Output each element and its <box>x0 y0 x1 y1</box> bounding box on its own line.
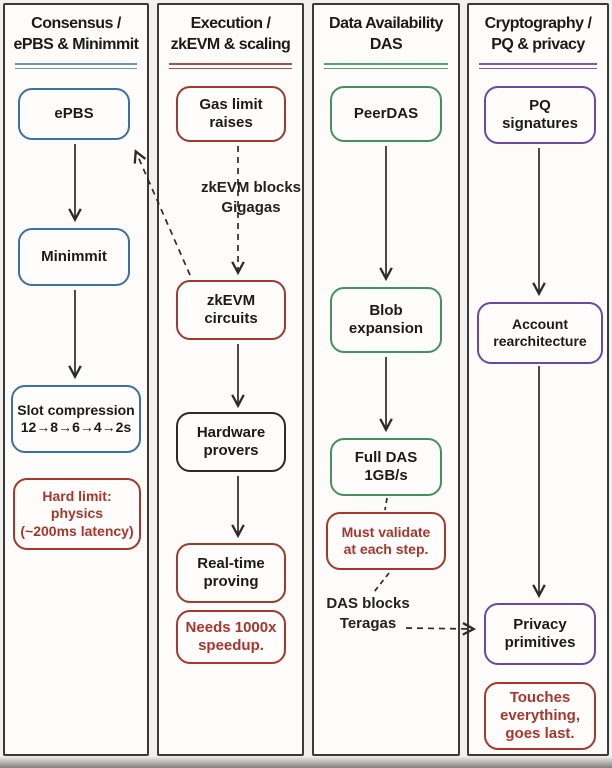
node-account-rearchitecture-label-line2: rearchitecture <box>493 333 587 349</box>
panel-cryptography-title-line1: Cryptography / <box>484 15 592 32</box>
node-hardware-provers-label-line2: provers <box>203 442 259 459</box>
node-epbs-label: ePBS <box>54 104 94 122</box>
note-must-validate: Must validate at each step. <box>326 512 446 570</box>
edge-label-zkevm-blocks-gigagas: zkEVM blocks Gigagas <box>193 178 309 217</box>
note-must-validate-line2: at each step. <box>343 541 429 557</box>
panel-execution-title-line2: zkEVM & scaling <box>170 35 291 53</box>
edge-label-das-blocks-line1: DAS blocks <box>326 595 410 612</box>
panel-consensus-underline <box>14 62 138 69</box>
panel-execution-title: Execution / zkEVM & scaling <box>159 14 302 56</box>
node-minimmit-label: Minimmit <box>41 247 107 265</box>
node-gas-limit-raises-label-line2: raises <box>209 114 253 131</box>
node-privacy-primitives-label-line2: primitives <box>504 634 576 651</box>
note-needs-speedup-line1: Needs 1000x <box>185 618 277 636</box>
note-hard-limit-line1: Hard limit: <box>42 488 112 505</box>
node-zkevm-circuits-label-line2: circuits <box>204 310 258 327</box>
panel-consensus-title-line1: Consensus / <box>31 15 121 32</box>
panel-cryptography-underline <box>478 62 598 69</box>
edge-label-zkevm-blocks-line2: Gigagas <box>221 198 281 216</box>
node-blob-expansion-label-line2: expansion <box>348 320 424 337</box>
node-zkevm-circuits-label-line1: zkEVM <box>206 291 256 309</box>
panel-execution-underline <box>169 62 292 69</box>
panel-execution-title-line1: Execution / <box>190 15 271 32</box>
note-needs-speedup: Needs 1000x speedup. <box>176 610 286 664</box>
edge-label-zkevm-blocks-line1: zkEVM blocks <box>200 179 302 196</box>
note-hard-limit-line2: physics <box>50 505 104 522</box>
bottom-shadow <box>0 756 612 768</box>
node-hardware-provers-label-line1: Hardware <box>196 423 266 441</box>
panel-data-availability-underline <box>324 62 448 69</box>
note-hard-limit: Hard limit: physics (~200ms latency) <box>13 478 141 550</box>
panel-cryptography-title-line2: PQ & privacy <box>491 35 585 53</box>
node-hardware-provers: Hardware provers <box>176 412 286 472</box>
note-touches-everything-line2: everything, <box>499 706 581 724</box>
note-needs-speedup-line2: speedup. <box>198 637 264 654</box>
node-slot-compression-label-line1: Slot compression <box>17 401 135 418</box>
node-gas-limit-raises-label-line1: Gas limit <box>199 95 263 113</box>
node-pq-signatures: PQ signatures <box>484 86 596 144</box>
node-realtime-proving-label-line1: Real-time <box>197 554 265 572</box>
node-minimmit: Minimmit <box>18 228 130 286</box>
note-hard-limit-line3: (~200ms latency) <box>20 522 134 539</box>
panel-consensus-title: Consensus / ePBS & Minimmit <box>5 14 147 56</box>
node-privacy-primitives: Privacy primitives <box>484 603 596 665</box>
node-peerdas: PeerDAS <box>330 86 442 142</box>
node-realtime-proving: Real-time proving <box>176 543 286 603</box>
edge-label-das-blocks-teragas: DAS blocks Teragas <box>313 594 423 633</box>
node-privacy-primitives-label-line1: Privacy <box>513 615 567 633</box>
node-full-das: Full DAS 1GB/s <box>330 438 442 496</box>
node-gas-limit-raises: Gas limit raises <box>176 86 286 142</box>
panel-data-availability-title-line2: DAS <box>369 35 403 53</box>
node-zkevm-circuits: zkEVM circuits <box>176 280 286 340</box>
node-peerdas-label: PeerDAS <box>353 104 419 122</box>
node-account-rearchitecture: Account rearchitecture <box>477 302 603 364</box>
node-realtime-proving-label-line2: proving <box>203 573 259 590</box>
node-account-rearchitecture-label-line1: Account <box>512 315 568 332</box>
note-touches-everything: Touches everything, goes last. <box>484 682 596 750</box>
panel-data-availability-title-line1: Data Availability <box>329 15 443 32</box>
node-pq-signatures-label-line1: PQ <box>529 96 551 114</box>
panel-consensus-title-line2: ePBS & Minimmit <box>13 35 139 53</box>
node-slot-compression-label-line2: 12→8→6→4→2s <box>20 419 132 435</box>
node-blob-expansion-label-line1: Blob <box>369 301 403 319</box>
node-slot-compression: Slot compression 12→8→6→4→2s <box>11 385 141 453</box>
node-epbs: ePBS <box>18 88 130 140</box>
node-pq-signatures-label-line2: signatures <box>502 115 578 132</box>
panel-cryptography-title: Cryptography / PQ & privacy <box>469 14 607 56</box>
note-touches-everything-line1: Touches <box>509 688 571 706</box>
edge-label-das-blocks-line2: Teragas <box>339 614 397 632</box>
node-full-das-label-line2: 1GB/s <box>364 467 408 484</box>
note-touches-everything-line3: goes last. <box>505 725 575 743</box>
panel-data-availability-title: Data Availability DAS <box>314 14 458 56</box>
node-full-das-label-line1: Full DAS <box>354 448 418 466</box>
note-must-validate-line1: Must validate <box>341 523 431 540</box>
node-blob-expansion: Blob expansion <box>330 287 442 353</box>
